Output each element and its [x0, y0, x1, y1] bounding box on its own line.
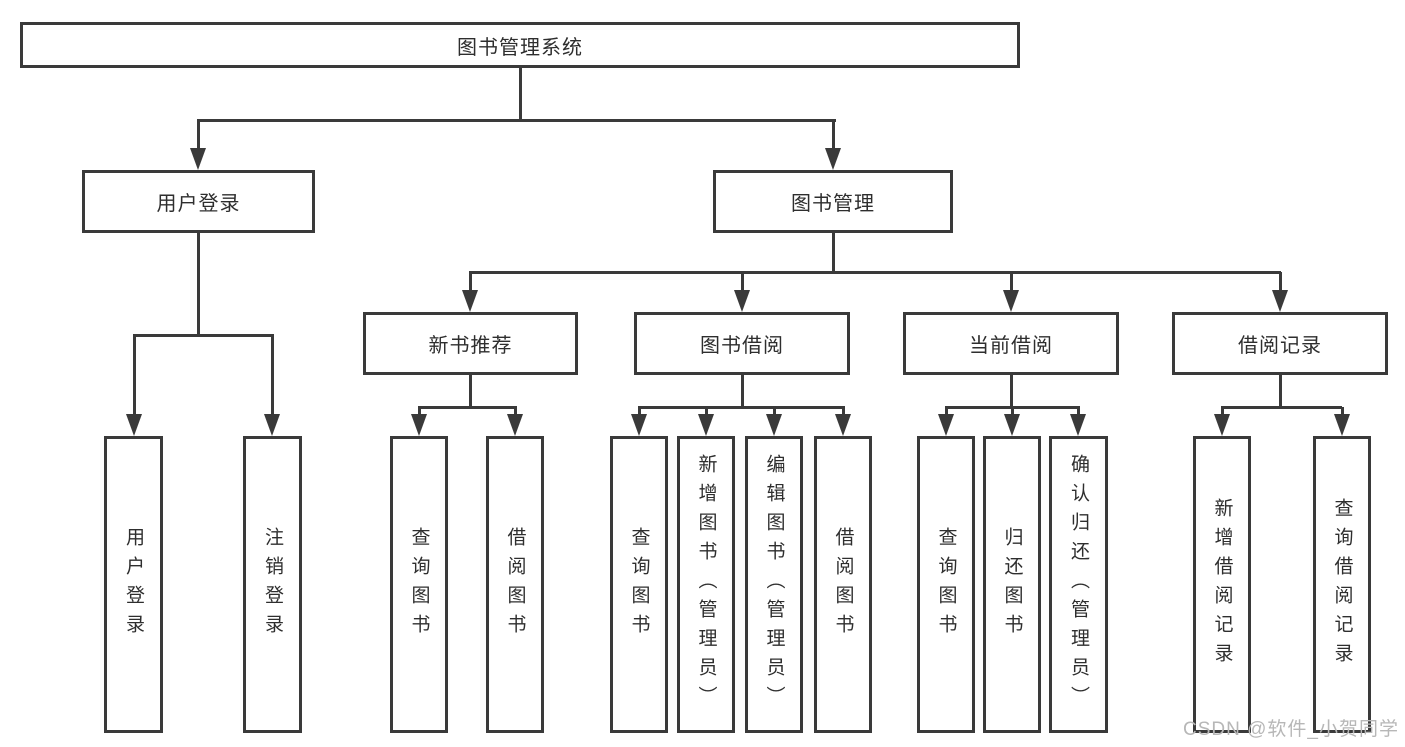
- connector-line: [133, 335, 136, 416]
- node-label: 归还图书: [1001, 526, 1023, 643]
- connector-line: [418, 406, 517, 409]
- csdn-watermark: CSDN @软件_小贺同学: [1183, 719, 1399, 740]
- arrow-down-icon: [462, 290, 478, 312]
- connector-line: [638, 406, 845, 409]
- node-borrowing-records: 借阅记录: [1172, 312, 1388, 375]
- arrow-down-icon: [825, 148, 841, 170]
- connector-line: [945, 407, 948, 417]
- connector-line: [1279, 272, 1282, 292]
- node-library-management-system: 图书管理系统: [20, 22, 1020, 68]
- node-current-borrowing: 当前借阅: [903, 312, 1119, 375]
- connector-line: [418, 407, 421, 417]
- leaf-borrow-books: 借阅图书: [814, 436, 872, 733]
- leaf-logout: 注销登录: [243, 436, 302, 733]
- arrow-down-icon: [698, 414, 714, 436]
- node-label: 新增图书（管理员）: [695, 454, 717, 715]
- node-label: 新增借阅记录: [1211, 497, 1233, 672]
- node-book-management: 图书管理: [713, 170, 953, 233]
- connector-line: [638, 407, 641, 417]
- connector-line: [705, 407, 708, 417]
- leaf-borrow-books: 借阅图书: [486, 436, 544, 733]
- connector-line: [1221, 407, 1224, 417]
- arrow-down-icon: [507, 414, 523, 436]
- arrow-down-icon: [938, 414, 954, 436]
- arrow-down-icon: [190, 148, 206, 170]
- arrow-down-icon: [1272, 290, 1288, 312]
- arrow-down-icon: [1003, 290, 1019, 312]
- node-label: 借阅记录: [1238, 335, 1322, 357]
- connector-line: [1010, 272, 1013, 292]
- leaf-query-books: 查询图书: [390, 436, 448, 733]
- connector-line: [741, 375, 744, 408]
- node-label: 用户登录: [156, 193, 241, 215]
- connector-line: [773, 407, 776, 417]
- node-label: 用户登录: [123, 526, 144, 643]
- connector-line: [1341, 407, 1344, 417]
- leaf-add-borrow-record: 新增借阅记录: [1193, 436, 1251, 733]
- node-label: 注销登录: [262, 526, 283, 643]
- connector-line: [832, 120, 835, 150]
- arrow-down-icon: [411, 414, 427, 436]
- connector-line: [197, 120, 200, 150]
- connector-line: [741, 272, 744, 292]
- node-book-borrowing: 图书借阅: [634, 312, 850, 375]
- connector-line: [133, 334, 274, 337]
- node-user-login: 用户登录: [82, 170, 315, 233]
- arrow-down-icon: [1334, 414, 1350, 436]
- connector-line: [1077, 407, 1080, 417]
- node-label: 借阅图书: [504, 526, 526, 643]
- arrow-down-icon: [734, 290, 750, 312]
- connector-line: [197, 233, 200, 335]
- node-label: 当前借阅: [969, 335, 1053, 357]
- node-label: 图书借阅: [700, 335, 784, 357]
- connector-line: [469, 272, 472, 292]
- arrow-down-icon: [1004, 414, 1020, 436]
- leaf-query-books: 查询图书: [917, 436, 975, 733]
- connector-line: [514, 407, 517, 417]
- node-label: 查询图书: [935, 526, 957, 643]
- leaf-user-login: 用户登录: [104, 436, 163, 733]
- arrow-down-icon: [1214, 414, 1230, 436]
- node-label: 图书管理: [791, 193, 875, 215]
- connector-line: [271, 335, 274, 416]
- node-label: 图书管理系统: [457, 36, 583, 59]
- arrow-down-icon: [1070, 414, 1086, 436]
- node-label: 新书推荐: [428, 335, 513, 357]
- leaf-confirm-return-admin: 确认归还（管理员）: [1049, 436, 1108, 733]
- arrow-down-icon: [264, 414, 280, 436]
- arrow-down-icon: [766, 414, 782, 436]
- connector-line: [519, 68, 522, 120]
- leaf-return-books: 归还图书: [983, 436, 1041, 733]
- connector-line: [469, 375, 472, 408]
- node-label: 查询图书: [408, 526, 430, 643]
- leaf-query-books: 查询图书: [610, 436, 668, 733]
- connector-line: [1011, 407, 1014, 417]
- connector-line: [1010, 375, 1013, 408]
- node-label: 查询图书: [628, 526, 650, 643]
- arrow-down-icon: [126, 414, 142, 436]
- node-label: 确认归还（管理员）: [1068, 454, 1089, 715]
- arrow-down-icon: [835, 414, 851, 436]
- arrow-down-icon: [631, 414, 647, 436]
- leaf-edit-books-admin: 编辑图书（管理员）: [745, 436, 803, 733]
- node-label: 查询借阅记录: [1331, 497, 1353, 672]
- connector-line: [842, 407, 845, 417]
- connector-line: [1279, 375, 1282, 408]
- connector-line: [197, 119, 836, 122]
- node-label: 借阅图书: [832, 526, 854, 643]
- node-new-book-recommendation: 新书推荐: [363, 312, 578, 375]
- node-label: 编辑图书（管理员）: [763, 454, 785, 715]
- connector-line: [1221, 406, 1342, 409]
- connector-line: [469, 271, 1281, 274]
- leaf-query-borrow-record: 查询借阅记录: [1313, 436, 1371, 733]
- leaf-add-books-admin: 新增图书（管理员）: [677, 436, 735, 733]
- connector-line: [832, 233, 835, 272]
